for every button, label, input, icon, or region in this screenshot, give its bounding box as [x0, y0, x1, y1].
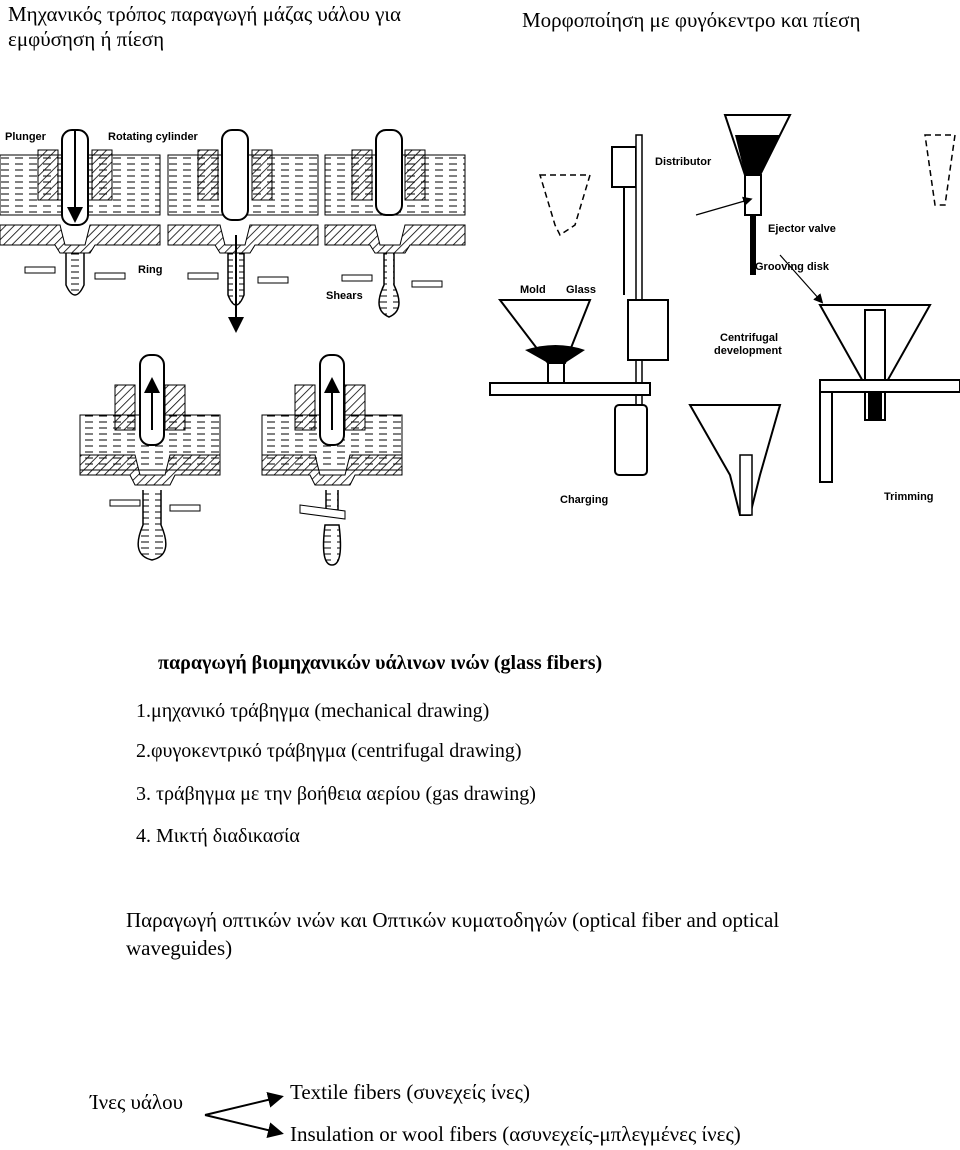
fiber-type-textile: Textile fibers (συνεχείς ίνες): [290, 1080, 530, 1104]
label-shears: Shears: [326, 290, 363, 302]
glass-fibers-heading: παραγωγή βιομηχανικών υάλινων ινών (glas…: [158, 652, 603, 674]
fiber-type-insulation: Insulation or wool fibers (ασυνεχείς-μπλ…: [290, 1122, 741, 1146]
label-ring: Ring: [138, 264, 162, 276]
feeder-diagram-1: [0, 129, 161, 296]
label-ejector-valve: Ejector valve: [768, 223, 836, 235]
optical-fiber-paragraph: Παραγωγή οπτικών ινών και Οπτικών κυματο…: [126, 908, 780, 960]
label-grooving-disk: Grooving disk: [755, 261, 830, 273]
process-illustration: Plunger Rotating cylinder Ring Shears: [0, 95, 960, 630]
branch-arrows: [204, 1092, 284, 1138]
caption-mechanical-gob: Μηχανικός τρόπος παραγωγή μάζας υάλου γι…: [8, 2, 402, 51]
fiber-types-root: Ίνες υάλου: [90, 1090, 183, 1114]
feeder-diagram-5: [261, 354, 403, 566]
method-item-1: 1.μηχανικό τράβηγμα (mechanical drawing): [136, 700, 490, 722]
method-item-3: 3. τράβηγμα με την βοήθεια αερίου (gas d…: [136, 783, 536, 805]
label-trimming: Trimming: [884, 491, 934, 503]
label-centrifugal: Centrifugal: [720, 332, 778, 344]
feeder-diagram-2: [167, 129, 319, 333]
centrifugal-machine: [489, 114, 960, 516]
caption-centrifugal-forming: Μορφοποίηση με φυγόκεντρο και πίεση: [522, 8, 861, 32]
label-mold: Mold: [520, 284, 546, 296]
label-distributor: Distributor: [655, 156, 712, 168]
method-item-2: 2.φυγοκεντρικό τράβηγμα (centrifugal dra…: [136, 740, 522, 762]
feeder-diagram-3: [324, 129, 466, 318]
label-plunger: Plunger: [5, 131, 47, 143]
method-item-4: 4. Μικτή διαδικασία: [136, 825, 300, 847]
label-development: development: [714, 345, 782, 357]
feeder-diagram-4: [79, 354, 221, 561]
label-charging: Charging: [560, 494, 608, 506]
label-rotating-cylinder: Rotating cylinder: [108, 131, 199, 143]
label-glass: Glass: [566, 284, 596, 296]
